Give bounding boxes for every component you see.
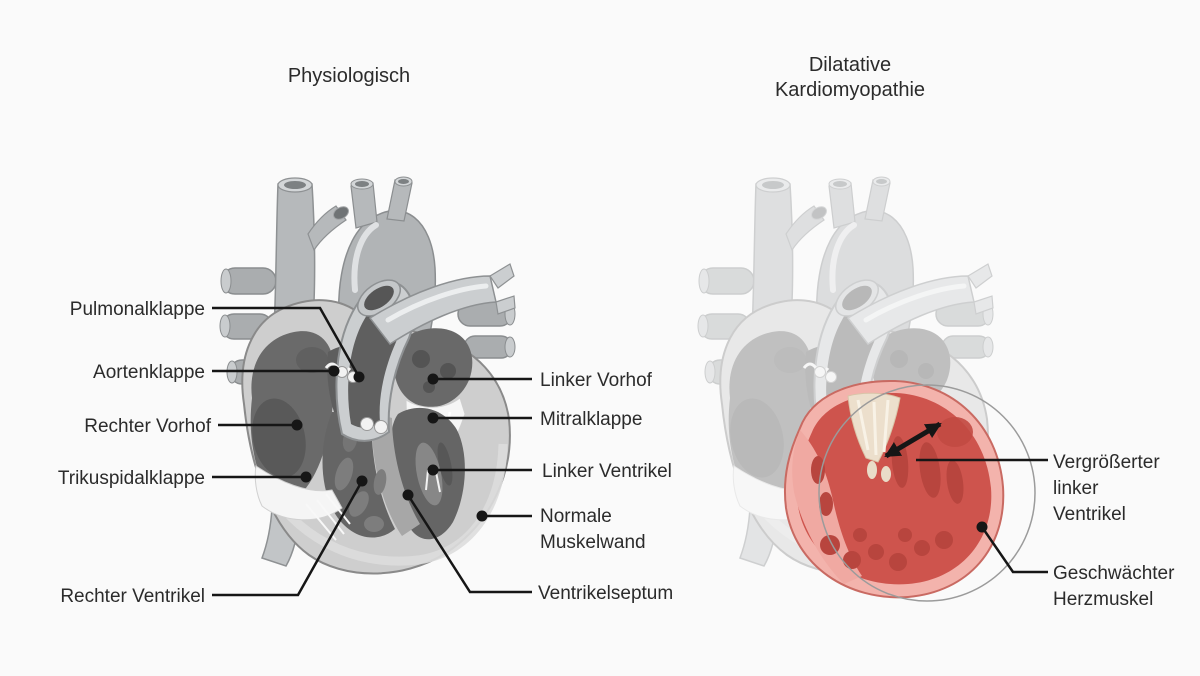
label-normale-muskelwand: Normale Muskelwand [540, 506, 646, 553]
label-mitralklappe: Mitralklappe [540, 409, 643, 430]
label-trikuspidalklappe: Trikuspidalklappe [57, 468, 205, 489]
dot-rechter-vorhof [291, 419, 303, 431]
dot-pulmonalklappe [353, 371, 365, 383]
label-linker-ventrikel: Linker Ventrikel [542, 461, 672, 482]
leader-dots [291, 365, 988, 533]
dot-trikuspidalklappe [300, 471, 312, 483]
label-linker-vorhof: Linker Vorhof [540, 370, 652, 391]
label-ventrikelseptum: Ventrikelseptum [538, 583, 674, 604]
magnifier-circle [818, 384, 1036, 602]
leader-rechter-ventrikel [212, 480, 364, 597]
leader-geschwaechter-herzmuskel [980, 526, 1048, 574]
label-geschwaechter-herzmuskel: Geschwächter Herzmuskel [1053, 563, 1175, 610]
dot-mitralklappe [427, 412, 439, 424]
dot-normale-muskelwand [476, 510, 488, 522]
physiological-heart-illustration [220, 177, 515, 574]
leader-pulmonalklappe [212, 306, 361, 378]
dot-linker-ventrikel [427, 464, 439, 476]
left-panel-title: Physiologisch [287, 65, 411, 87]
label-rechter-ventrikel: Rechter Ventrikel [60, 586, 205, 607]
leader-ventrikelseptum [406, 494, 532, 594]
dot-aortenklappe [328, 365, 340, 377]
dot-geschwaechter-herzmuskel [976, 521, 988, 533]
label-rechter-vorhof: Rechter Vorhof [84, 416, 211, 437]
dilated-left-ventricle-highlight [783, 379, 1005, 599]
leader-lines [212, 306, 1048, 597]
label-aortenklappe: Aortenklappe [93, 362, 205, 383]
dot-rechter-ventrikel [356, 475, 368, 487]
dot-ventrikelseptum [402, 489, 414, 501]
label-pulmonalklappe: Pulmonalklappe [69, 299, 205, 320]
label-vergroesserter-linker-ventrikel: Vergrößerter linker Ventrikel [1053, 452, 1160, 525]
dilation-arrow [884, 421, 942, 459]
dot-linker-vorhof [427, 373, 439, 385]
right-panel-title: Dilatative Kardiomyopathie [774, 54, 926, 101]
